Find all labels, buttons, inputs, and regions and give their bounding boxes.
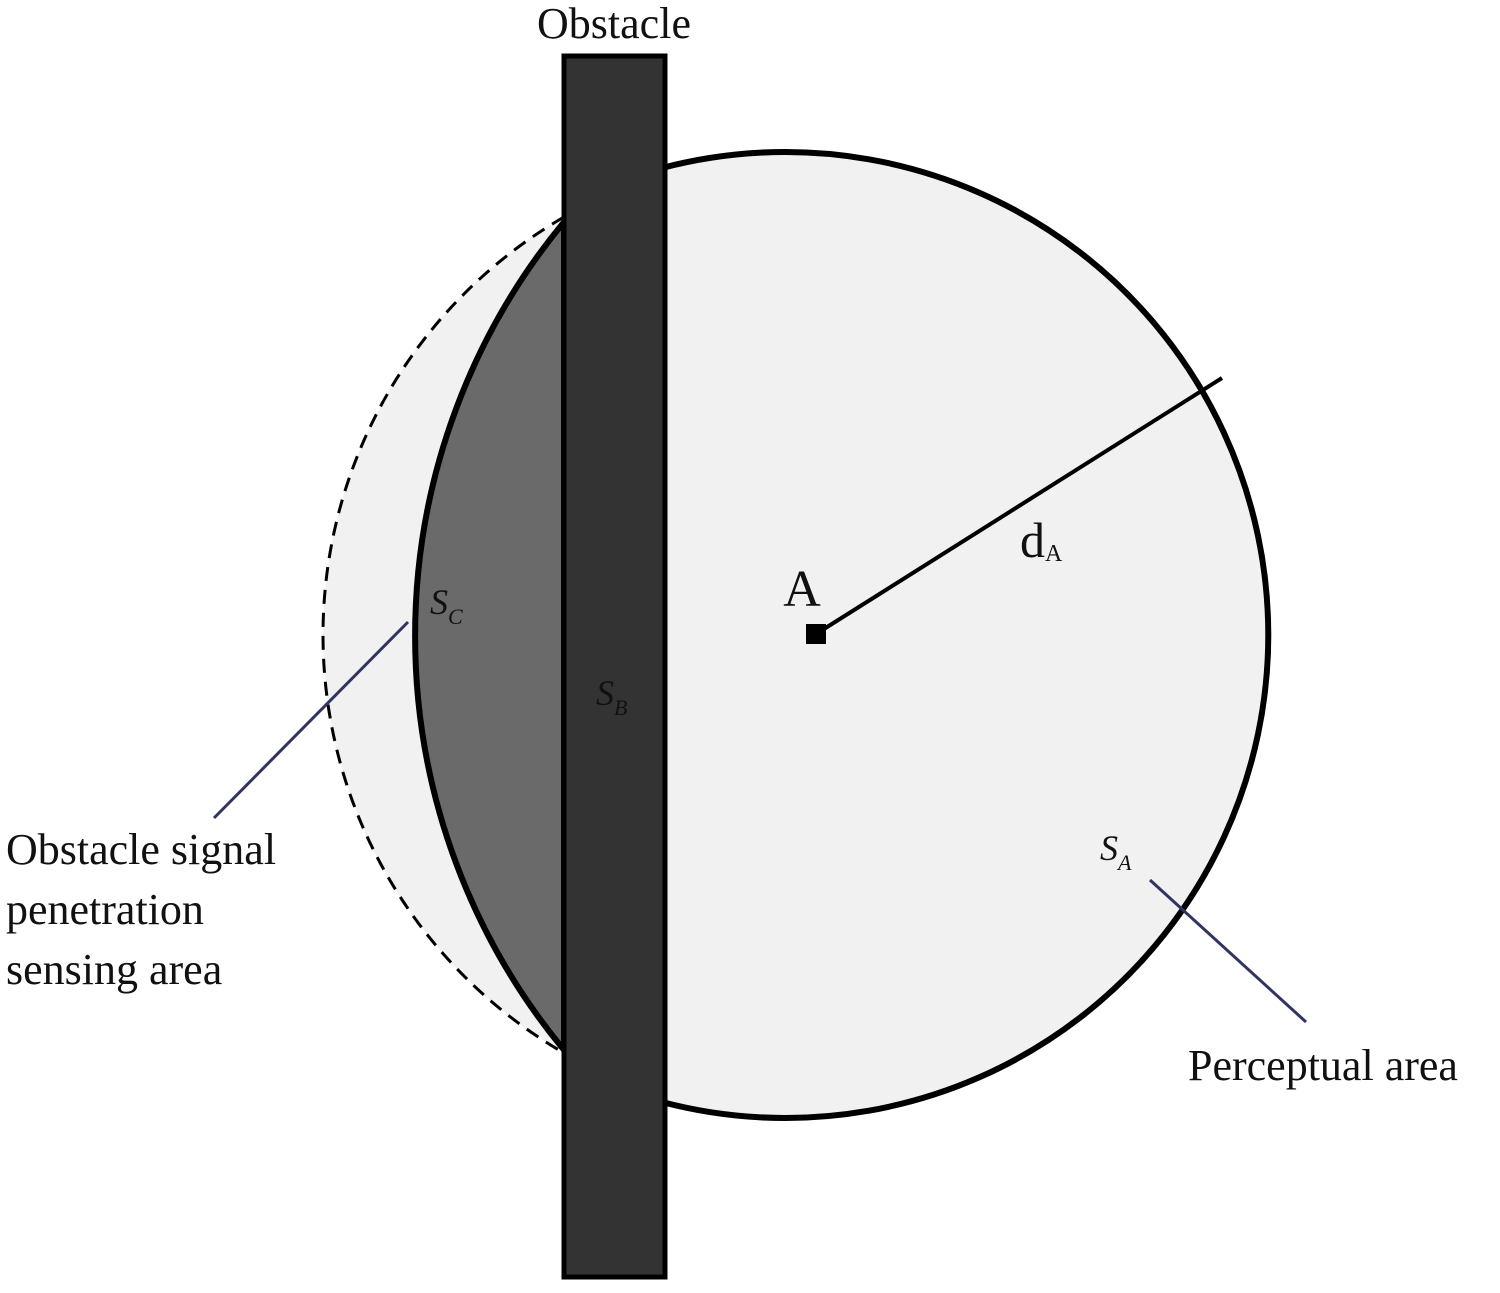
penetration-leader-line: [212, 620, 410, 820]
perceptual-leader-line: [1148, 878, 1308, 1024]
obstacle-bar: [561, 53, 668, 1280]
perceptual-area-label: Perceptual area: [1188, 1041, 1458, 1090]
obstacle-label: Obstacle: [537, 0, 691, 48]
penetration-sensing-area: [412, 213, 567, 1059]
s-c-label: SC: [430, 582, 463, 629]
perceptual-area-circle: [659, 149, 1272, 1121]
s-b-label: SB: [596, 673, 627, 720]
s-a-label: SA: [1100, 828, 1132, 875]
point-a-label: A: [783, 561, 821, 618]
radius-label: dA: [1020, 512, 1063, 568]
penetration-area-label: Obstacle signal penetration sensing area: [6, 825, 287, 994]
radius-line: [814, 376, 1224, 636]
center-point-a: [806, 624, 826, 644]
